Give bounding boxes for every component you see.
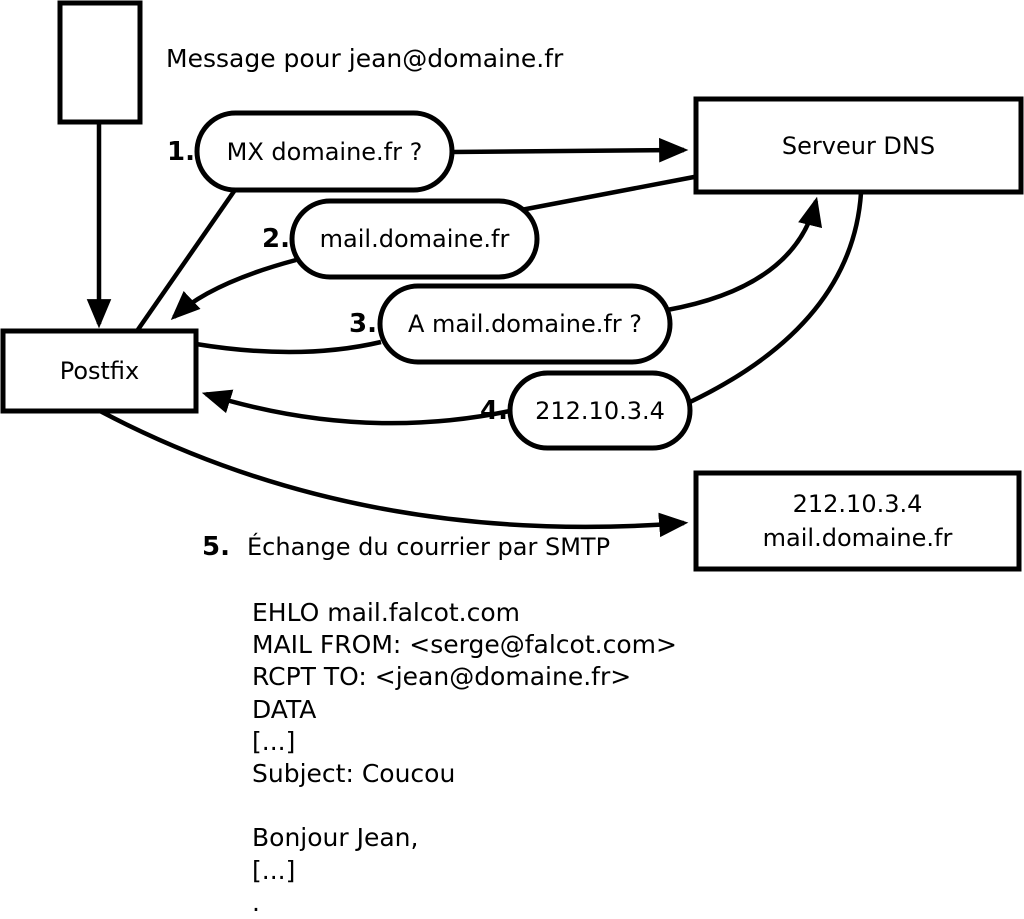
dns-server-box	[693, 96, 1024, 195]
arrow-mx-query-to-dns	[451, 137, 689, 163]
bubble-mx-query-label: MX domaine.fr ?	[226, 137, 423, 166]
step-4-number: 4.	[480, 395, 508, 426]
mail-server-box	[693, 470, 1022, 572]
step-2-number: 2.	[262, 224, 290, 254]
smtp-line: MAIL FROM: <serge@falcot.com>	[252, 630, 677, 660]
dns-server-label: Serveur DNS	[781, 131, 936, 160]
bubble-mx-answer-label: mail.domaine.fr	[319, 225, 510, 253]
arrow-a-answer-to-postfix	[201, 389, 511, 426]
smtp-line: EHLO mail.falcot.com	[252, 598, 521, 627]
bubble-a-query-label: A mail.domaine.fr ?	[407, 310, 643, 338]
step-5-number: 5.	[202, 532, 230, 562]
line-dns-to-a-answer	[687, 192, 864, 406]
message-title: Message pour jean@domaine.fr	[166, 44, 564, 73]
message-envelope-box	[57, 0, 143, 125]
smtp-line: [...]	[252, 855, 296, 885]
postfix-label: Postfix	[59, 357, 140, 385]
arrow-mx-answer-to-postfix	[170, 257, 297, 321]
smtp-line-blank	[252, 790, 677, 822]
smtp-line: [...]	[252, 726, 296, 756]
step-3-number: 3.	[349, 309, 377, 339]
mail-server-label: 212.10.3.4 mail.domaine.fr	[696, 473, 1019, 569]
bubble-a-query	[377, 283, 673, 365]
smtp-line: Subject: Coucou	[252, 758, 456, 788]
bubble-a-answer	[507, 370, 693, 451]
smtp-session-transcript: EHLO mail.falcot.com MAIL FROM: <serge@f…	[252, 597, 677, 919]
smtp-line: RCPT TO: <jean@domaine.fr>	[252, 662, 632, 692]
step-5-label: Échange du courrier par SMTP	[247, 533, 611, 561]
bubble-mx-query	[194, 110, 455, 193]
step-1-number: 1.	[167, 136, 195, 167]
line-dns-to-mx-answer	[520, 174, 695, 213]
arrow-smtp-exchange	[98, 409, 689, 538]
bubble-a-answer-label: 212.10.3.4	[535, 396, 665, 425]
line-postfix-to-a-query	[195, 339, 382, 355]
bubble-mx-answer	[289, 198, 540, 280]
step-5-caption: 5. Échange du courrier par SMTP	[168, 532, 610, 562]
arrow-a-query-to-dns	[666, 196, 823, 313]
smtp-line-end-dot: .	[252, 887, 260, 917]
line-postfix-to-mx-query	[135, 185, 239, 333]
postfix-box	[0, 328, 199, 414]
mail-server-ip: 212.10.3.4	[792, 490, 923, 518]
smtp-line: DATA	[252, 694, 317, 724]
smtp-line: Bonjour Jean,	[252, 823, 419, 853]
mail-server-hostname: mail.domaine.fr	[762, 524, 953, 552]
